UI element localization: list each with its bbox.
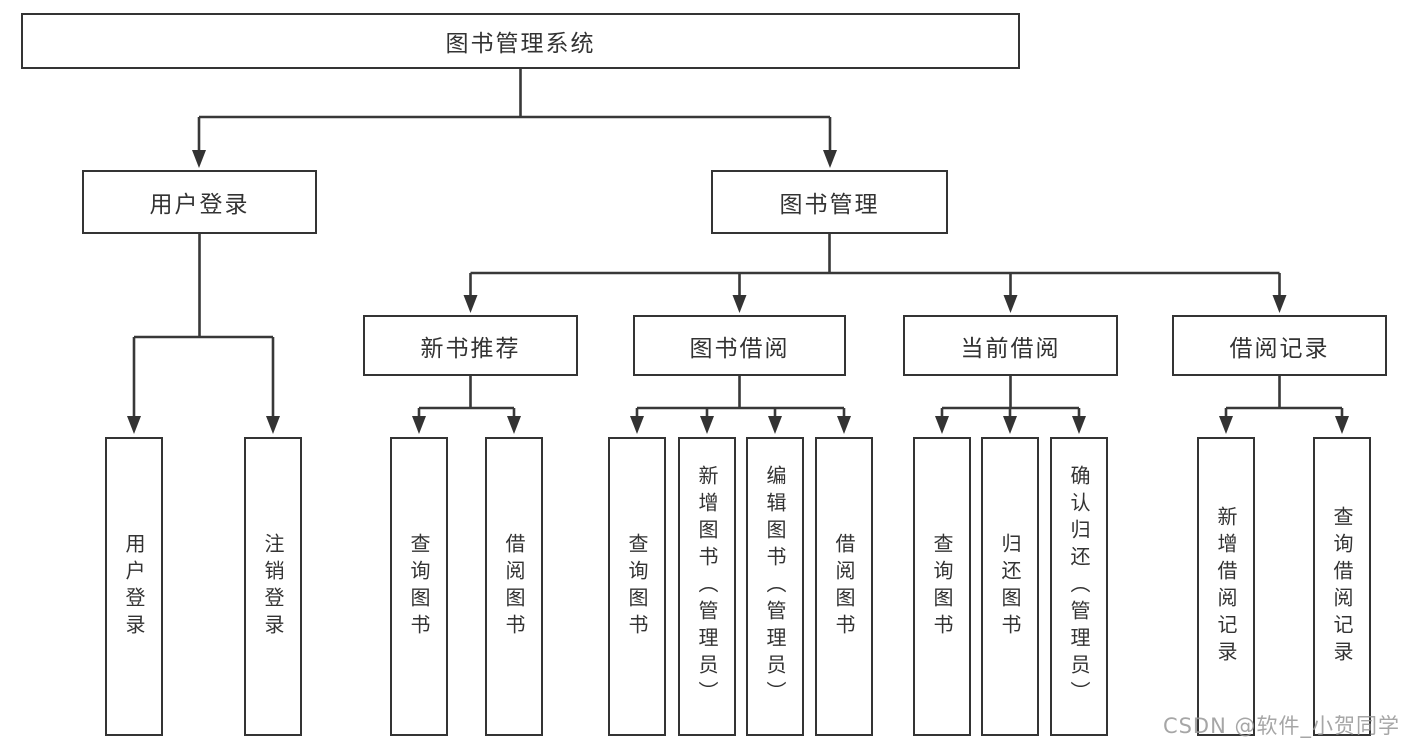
leaf-cb-query-books: 查询图书 <box>913 437 971 736</box>
leaf-user-login: 用户登录 <box>105 437 163 736</box>
arrowhead <box>412 416 426 434</box>
node-label: 图书管理系统 <box>445 31 596 57</box>
leaf-br-add-record: 新增借阅记录 <box>1197 437 1255 736</box>
connector-book-borrow-branch <box>630 376 851 434</box>
watermark: CSDN @软件_小贺同学 <box>1162 714 1400 738</box>
leaf-logout: 注销登录 <box>244 437 302 736</box>
node-label: 用户登录 <box>122 532 146 641</box>
arrowhead <box>1003 416 1017 434</box>
connector-root-branch <box>192 69 837 168</box>
node-book-management: 图书管理 <box>711 170 948 234</box>
node-new-book-recommend: 新书推荐 <box>363 315 578 376</box>
arrowhead <box>1003 295 1018 313</box>
arrowhead <box>1219 416 1233 434</box>
arrowhead <box>192 150 206 168</box>
arrowhead <box>507 416 521 434</box>
node-root-system: 图书管理系统 <box>21 13 1020 69</box>
node-label: 图书管理 <box>779 192 880 218</box>
leaf-cb-confirm-return-admin: 确认归还（管理员） <box>1050 437 1108 736</box>
arrowhead <box>935 416 949 434</box>
arrowhead <box>1335 416 1349 434</box>
node-borrow-records: 借阅记录 <box>1172 315 1387 376</box>
arrowhead <box>630 416 644 434</box>
arrowhead <box>463 295 478 313</box>
node-label: 查询图书 <box>625 532 649 641</box>
leaf-bb-add-books-admin: 新增图书（管理员） <box>678 437 736 736</box>
leaf-br-query-record: 查询借阅记录 <box>1313 437 1371 736</box>
node-label: 借阅图书 <box>832 532 856 641</box>
node-label: 归还图书 <box>998 532 1022 641</box>
connector-user-login-branch <box>127 234 280 434</box>
node-label: 新增借阅记录 <box>1214 505 1238 668</box>
node-label: 新增图书（管理员） <box>695 465 719 708</box>
arrowhead <box>1072 416 1086 434</box>
node-label: 借阅图书 <box>502 532 526 641</box>
node-label: 当前借阅 <box>960 335 1061 362</box>
node-label: 用户登录 <box>149 192 250 218</box>
leaf-bb-edit-books-admin: 编辑图书（管理员） <box>746 437 804 736</box>
node-label: 查询借阅记录 <box>1330 505 1354 668</box>
leaf-nb-borrow-books: 借阅图书 <box>485 437 543 736</box>
connector-new-book-branch <box>412 376 521 434</box>
connector-borrow-records-branch <box>1219 376 1349 434</box>
node-label: 查询图书 <box>407 532 431 641</box>
node-label: 编辑图书（管理员） <box>763 465 787 708</box>
arrowhead <box>266 416 280 434</box>
node-label: 新书推荐 <box>420 335 521 362</box>
arrowhead <box>1272 295 1287 313</box>
connector-current-borrow-branch <box>935 376 1086 434</box>
node-label: 图书借阅 <box>689 335 790 362</box>
node-label: 注销登录 <box>261 532 285 641</box>
node-label: 确认归还（管理员） <box>1067 465 1091 708</box>
node-user-login: 用户登录 <box>82 170 317 234</box>
arrowhead <box>700 416 714 434</box>
node-book-borrow: 图书借阅 <box>633 315 846 376</box>
node-label: 查询图书 <box>930 532 954 641</box>
arrowhead <box>823 150 837 168</box>
connector-book-mgmt-branch <box>463 234 1287 313</box>
arrowhead <box>127 416 141 434</box>
leaf-nb-query-books: 查询图书 <box>390 437 448 736</box>
arrowhead <box>732 295 747 313</box>
leaf-bb-borrow-books: 借阅图书 <box>815 437 873 736</box>
arrowhead <box>768 416 782 434</box>
node-label: 借阅记录 <box>1229 335 1330 362</box>
arrowhead <box>837 416 851 434</box>
leaf-cb-return-books: 归还图书 <box>981 437 1039 736</box>
node-current-borrow: 当前借阅 <box>903 315 1118 376</box>
leaf-bb-query-books: 查询图书 <box>608 437 666 736</box>
